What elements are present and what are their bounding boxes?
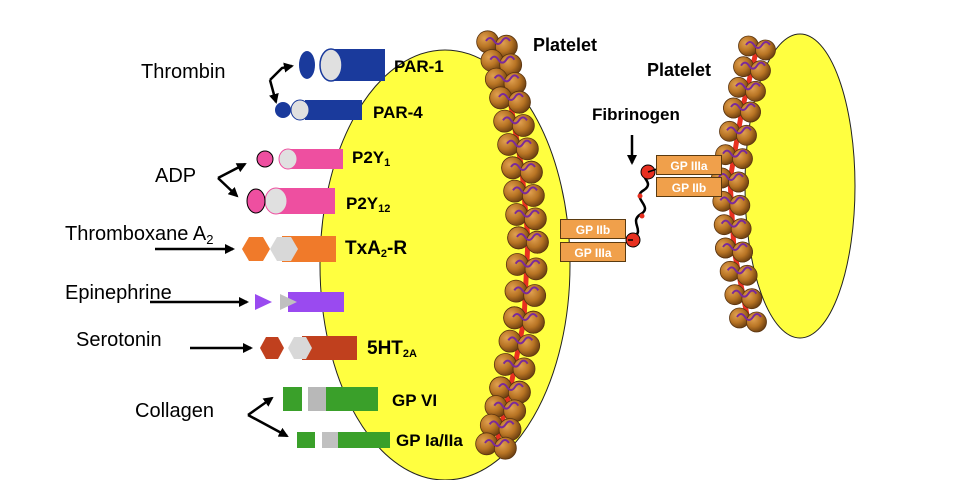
par4-receptor (275, 99, 362, 121)
epinephrine-label: Epinephrine (65, 282, 172, 304)
p2y12-label: P2Y12 (346, 194, 391, 215)
txa2r-receptor (242, 236, 336, 262)
platelet-right-membrane (711, 35, 776, 333)
fibrinogen-bridge (625, 164, 661, 248)
platelet-left-membrane (475, 30, 549, 460)
epinephrine-receptor (255, 292, 344, 312)
adp-ligand-1 (256, 150, 274, 168)
par4-label: PAR-4 (373, 103, 423, 122)
gpvi-label: GP VI (392, 391, 438, 410)
par1-label: PAR-1 (394, 57, 444, 76)
txa2r-label: TxA2-R (345, 238, 408, 260)
platelet-right-label: Platelet (647, 60, 712, 80)
p2y12-receptor (246, 187, 335, 215)
adp-ligand-2 (246, 188, 266, 214)
collagen-label: Collagen (135, 400, 214, 422)
fibrinogen-label: Fibrinogen (592, 105, 680, 124)
5ht2a-receptor (260, 336, 357, 360)
gpia-receptor (297, 432, 390, 448)
epinephrine-ligand (255, 294, 272, 310)
thromboxane-label: Thromboxane A2 (65, 223, 214, 247)
gpia-label: GP Ia/IIa (396, 431, 463, 450)
thromboxane-ligand (242, 237, 270, 261)
serotonin-label: Serotonin (76, 329, 162, 351)
par1-receptor (299, 48, 385, 82)
agonist-arrows (150, 62, 294, 438)
adp-label: ADP (155, 165, 197, 187)
thrombin-ligand-2 (275, 102, 291, 118)
gpiib-right-box: GP IIb (656, 177, 722, 197)
gpiiia-right-box: GP IIIa (656, 155, 722, 175)
5ht2a-label: 5HT2A (367, 338, 417, 360)
p2y1-receptor (256, 148, 343, 170)
gpvi-receptor (283, 387, 378, 411)
gpiib-left-box: GP IIb (560, 219, 626, 239)
serotonin-ligand (260, 337, 284, 359)
thrombin-ligand-1 (299, 51, 315, 79)
p2y1-label: P2Y1 (352, 148, 391, 169)
thrombin-label: Thrombin (141, 61, 226, 83)
gpiiia-left-box: GP IIIa (560, 242, 626, 262)
platelet-left-label: Platelet (533, 35, 598, 55)
